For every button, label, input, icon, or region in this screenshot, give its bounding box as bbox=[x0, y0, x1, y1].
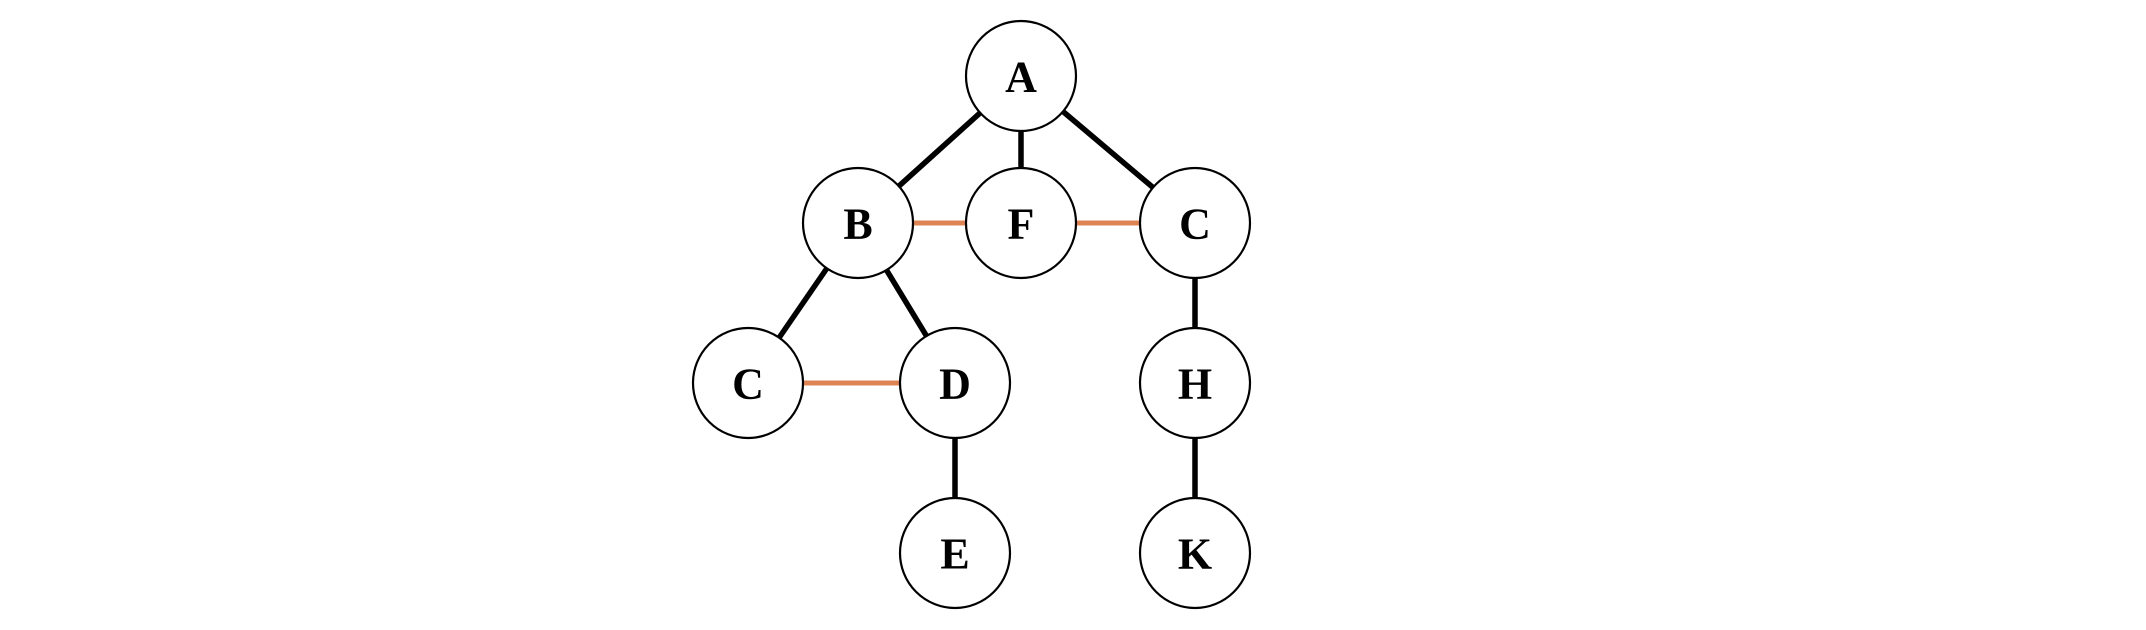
graph-node-b[interactable]: B bbox=[801, 166, 915, 280]
graph-node-circle[interactable] bbox=[1138, 326, 1252, 440]
graph-edge-a-c-tree bbox=[1060, 108, 1156, 191]
graph-node-e[interactable]: E bbox=[898, 496, 1012, 610]
graph-node-circle[interactable] bbox=[964, 19, 1078, 133]
graph-node-circle[interactable] bbox=[801, 166, 915, 280]
graph-node-circle[interactable] bbox=[691, 326, 805, 440]
graph-node-circle[interactable] bbox=[1138, 496, 1252, 610]
graph-node-c[interactable]: C bbox=[691, 326, 805, 440]
graph-node-h[interactable]: H bbox=[1138, 326, 1252, 440]
graph-node-circle[interactable] bbox=[898, 496, 1012, 610]
graph-edge-b-d-tree bbox=[883, 267, 930, 339]
graph-node-circle[interactable] bbox=[1138, 166, 1252, 280]
graph-node-f[interactable]: F bbox=[964, 166, 1078, 280]
graph-node-circle[interactable] bbox=[898, 326, 1012, 440]
graph-edge-b-c-tree bbox=[776, 265, 830, 341]
graph-node-c[interactable]: C bbox=[1138, 166, 1252, 280]
graph-node-circle[interactable] bbox=[964, 166, 1078, 280]
graph-node-d[interactable]: D bbox=[898, 326, 1012, 440]
graph-node-a[interactable]: A bbox=[964, 19, 1078, 133]
graph-node-k[interactable]: K bbox=[1138, 496, 1252, 610]
graph-edge-a-b-tree bbox=[896, 110, 983, 189]
edge-layer bbox=[776, 108, 1198, 499]
